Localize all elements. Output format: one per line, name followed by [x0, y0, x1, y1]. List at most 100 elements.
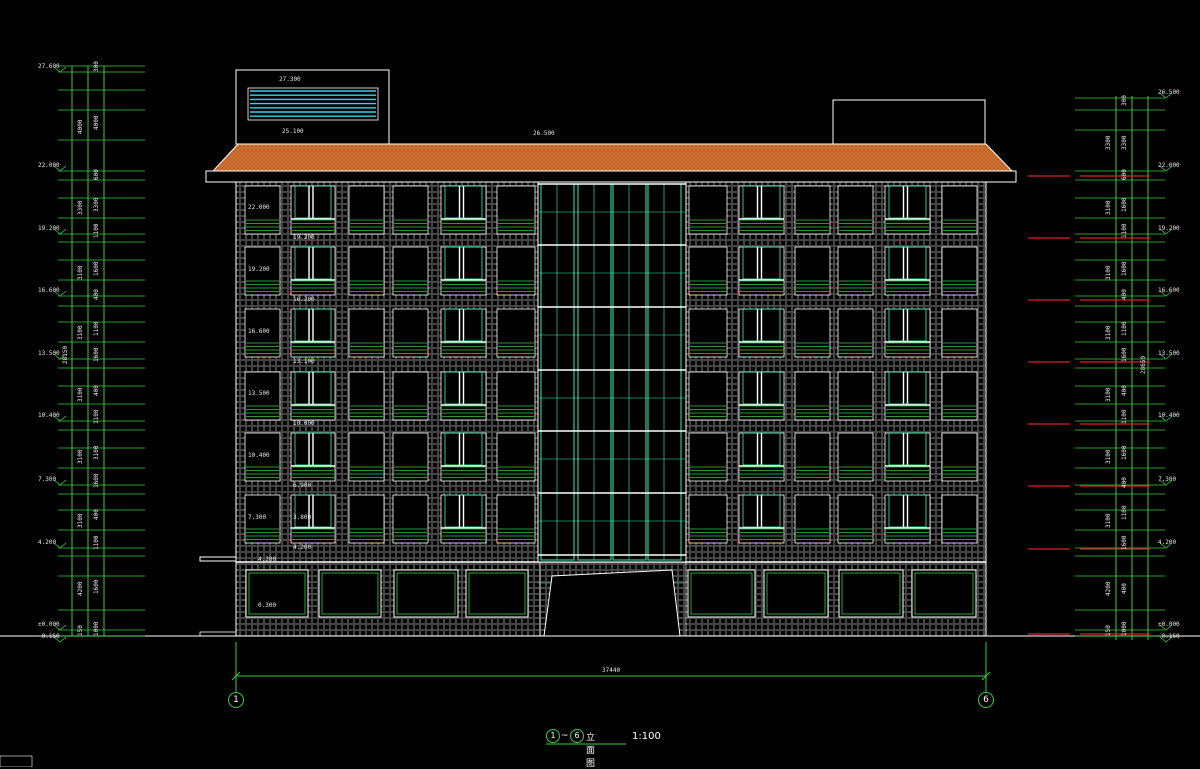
machine-room-base-label: 25.100: [282, 128, 304, 135]
dim-label: 1600: [93, 580, 100, 594]
entrance-opening: [544, 570, 680, 636]
dim-label: 3100: [1105, 388, 1112, 402]
dim-label: 1600: [1121, 446, 1128, 460]
shop-window: [319, 570, 381, 617]
dim-label: 400: [1121, 477, 1128, 488]
floor-level-label: 4.200: [293, 544, 311, 551]
overall-height-left: 28150: [62, 346, 69, 364]
dim-label: 3100: [1105, 450, 1112, 464]
left-level-label: ±0.000: [38, 621, 60, 628]
dim-label: 400: [1121, 289, 1128, 300]
dim-label: 1100: [1121, 322, 1128, 336]
dim-label: 3100: [1105, 326, 1112, 340]
dim-label: 3300: [1121, 136, 1128, 150]
left-level-label: 27.600: [38, 63, 60, 70]
dim-label: 3300: [93, 198, 100, 212]
floor-level-label: 0.300: [258, 602, 276, 609]
axis-bubble-end: 6: [978, 692, 994, 708]
dim-label: 3100: [1105, 201, 1112, 215]
left-level-label: 19.200: [38, 225, 60, 232]
dim-label: 1600: [93, 474, 100, 488]
title-axis-to: 6: [570, 729, 584, 743]
right-level-label: 7.300: [1158, 476, 1176, 483]
floor-level-label: 22.000: [248, 204, 270, 211]
left-level-label: 13.500: [38, 350, 60, 357]
floor-level-label: 3.800: [293, 514, 311, 521]
floor-level-label: 16.200: [293, 296, 315, 303]
overall-width-label: 37440: [602, 667, 620, 674]
dim-label: 400: [93, 289, 100, 300]
floor-level-label: 13.100: [293, 358, 315, 365]
dim-label: 3100: [1105, 266, 1112, 280]
shop-window: [466, 570, 528, 617]
dim-label: 1100: [93, 322, 100, 336]
floor-level-label: 10.400: [248, 452, 270, 459]
floor-level-label: 19.200: [248, 266, 270, 273]
title-axis-from: 1: [546, 729, 560, 743]
right-level-label: ±0.000: [1158, 621, 1180, 628]
stair-curtain-wall: [538, 182, 686, 583]
dim-label: 600: [1121, 169, 1128, 180]
dim-label: 3100: [77, 266, 84, 280]
dim-label: 1100: [93, 536, 100, 550]
left-level-label: 7.300: [38, 476, 56, 483]
dim-label: 3300: [77, 201, 84, 215]
overall-height-right: 28650: [1140, 356, 1147, 374]
dim-label: 3100: [1105, 514, 1112, 528]
shop-window: [912, 570, 976, 617]
dim-label: 1600: [93, 262, 100, 276]
dim-label: 1600: [1121, 198, 1128, 212]
shop-window: [764, 570, 828, 617]
dim-label: 4000: [93, 116, 100, 130]
right-level-label: -0.150: [1158, 633, 1180, 640]
stair-tower: [833, 100, 985, 144]
right-level-label: 22.000: [1158, 162, 1180, 169]
dim-label: 1100: [93, 224, 100, 238]
shop-window: [394, 570, 458, 617]
dim-label: 600: [93, 169, 100, 180]
floor-level-label: 4.200: [258, 556, 276, 563]
roof-eave: [206, 171, 1016, 182]
left-level-label: -0.150: [38, 633, 60, 640]
dim-label: 3300: [1105, 136, 1112, 150]
axis-bubble-start: 1: [228, 692, 244, 708]
dim-label: 1600: [93, 348, 100, 362]
dim-label: 3100: [77, 388, 84, 402]
title-name: 立面图: [586, 730, 595, 769]
entrance-step: [200, 632, 236, 636]
dim-label: 4200: [1105, 582, 1112, 596]
left-level-label: 16.600: [38, 287, 60, 294]
drawing-scale: 1:100: [632, 731, 661, 742]
left-level-label: 4.200: [38, 539, 56, 546]
dim-label: 1600: [1121, 536, 1128, 550]
floor-level-label: 16.600: [248, 328, 270, 335]
dim-label: 300: [93, 61, 100, 72]
ridge-label: 26.500: [533, 130, 555, 137]
dim-label: 4000: [77, 120, 84, 134]
right-level-label: 26.500: [1158, 89, 1180, 96]
right-level-label: 19.200: [1158, 225, 1180, 232]
dim-label: 3100: [77, 450, 84, 464]
dim-label: 400: [1121, 385, 1128, 396]
shop-window: [246, 570, 308, 617]
floor-level-label: 19.200: [293, 234, 315, 241]
dim-label: 1100: [1121, 224, 1128, 238]
left-level-label: 22.000: [38, 162, 60, 169]
dim-label: 400: [93, 385, 100, 396]
entrance-canopy: [200, 557, 236, 561]
right-level-label: 10.400: [1158, 412, 1180, 419]
right-dimension-chain: [1028, 93, 1172, 642]
dim-label: 400: [93, 509, 100, 520]
dim-label: 1600: [1121, 262, 1128, 276]
dim-label: 3100: [77, 514, 84, 528]
right-level-label: 4.200: [1158, 539, 1176, 546]
floor-level-label: 6.900: [293, 482, 311, 489]
right-level-label: 16.600: [1158, 287, 1180, 294]
shop-window: [688, 570, 755, 617]
dim-label: 1100: [1121, 410, 1128, 424]
floor-level-label: 10.000: [293, 420, 315, 427]
dim-label: 150: [77, 625, 84, 636]
dim-label: 300: [1121, 95, 1128, 106]
dim-label: 3100: [77, 326, 84, 340]
